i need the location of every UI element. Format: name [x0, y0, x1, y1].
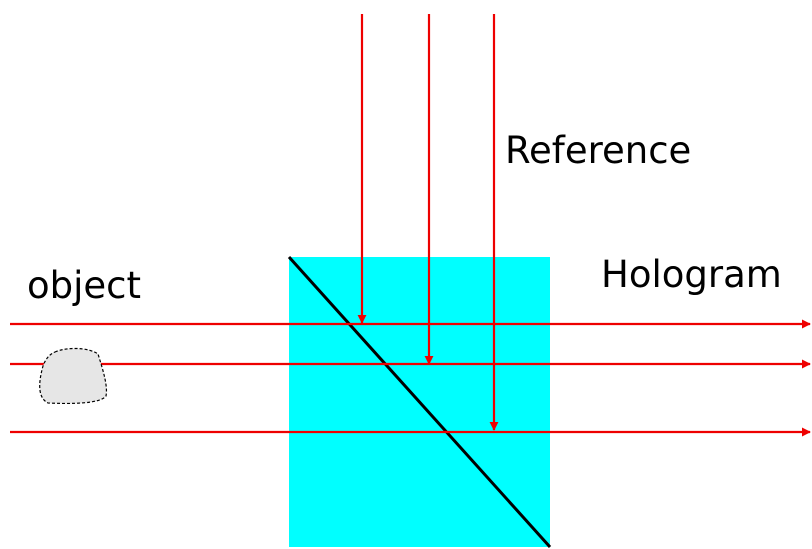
hologram-label: Hologram: [601, 253, 782, 296]
object-label: object: [27, 264, 141, 307]
splitter-diagonal: [287, 255, 552, 549]
reference-label: Reference: [505, 129, 691, 172]
object-shape: [39, 347, 108, 405]
